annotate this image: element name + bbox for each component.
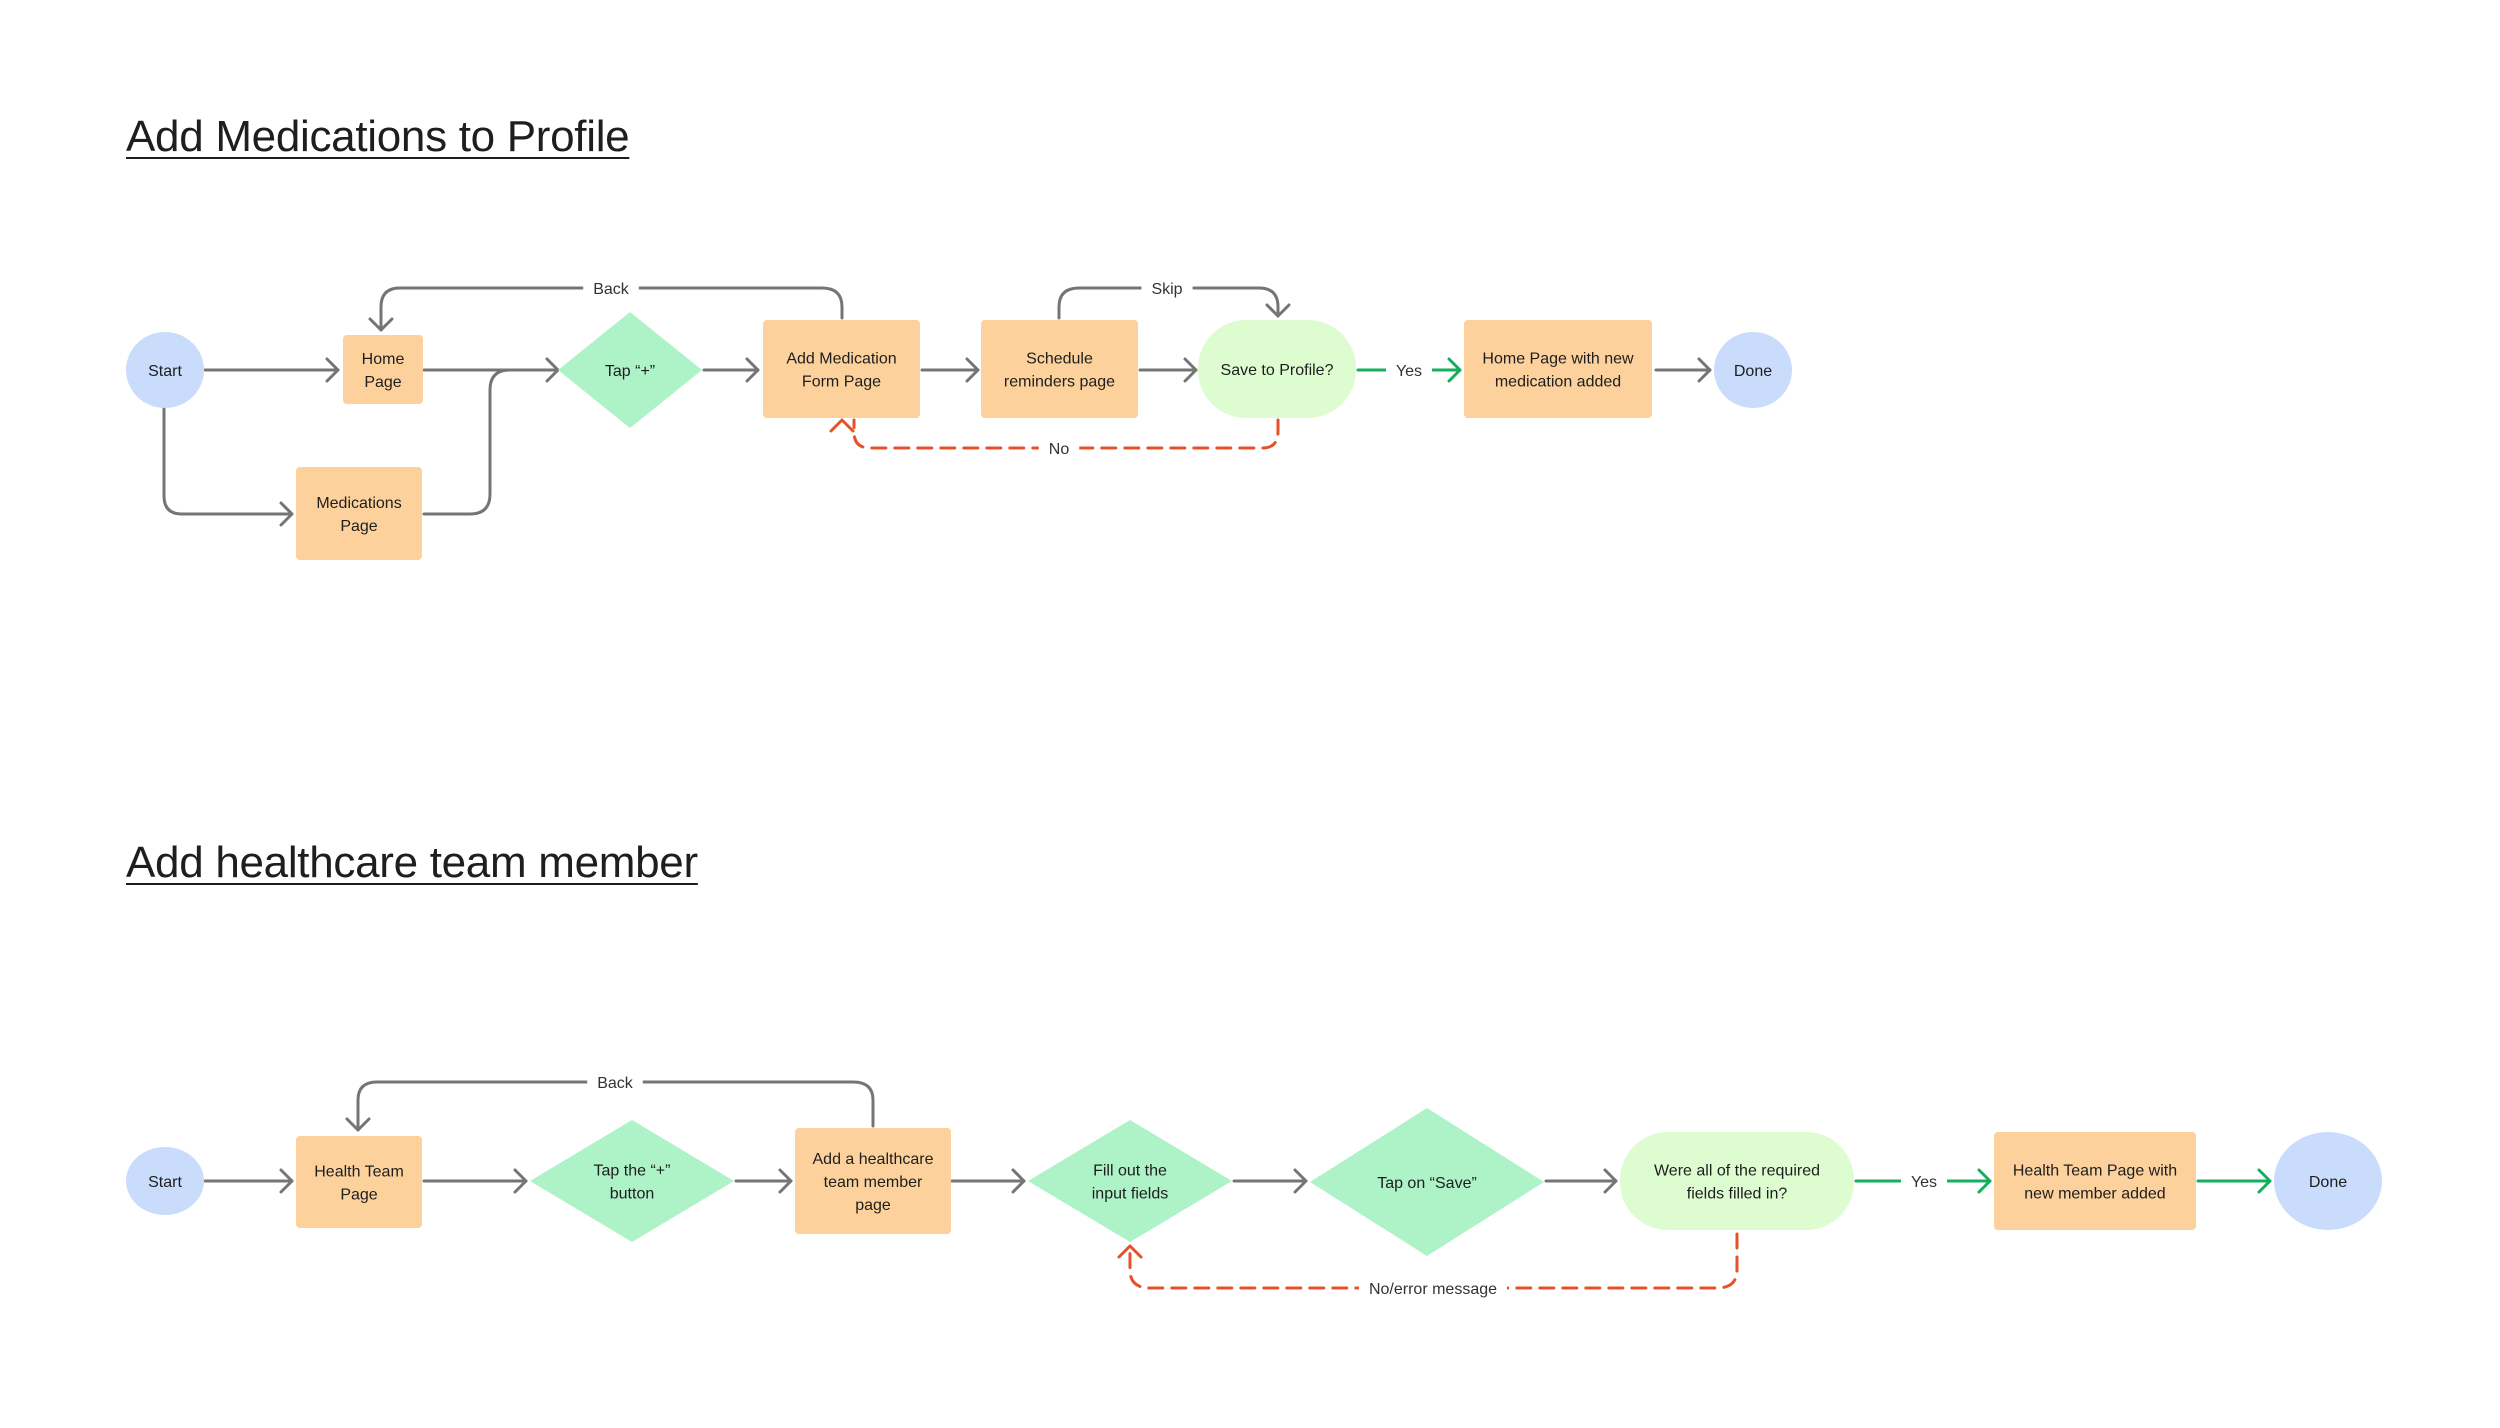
flow2-tap-save-node-label: Tap on “Save” — [1377, 1175, 1477, 1192]
edge2-team-added-to-done — [2196, 1168, 2272, 1194]
flow2-no-error-label: No/error message — [1358, 1275, 1508, 1301]
edge-home-added-to-done — [1654, 357, 1712, 383]
flow1-tap-plus-node[interactable]: Tap “+” — [558, 312, 702, 428]
svg-text:Back: Back — [593, 281, 630, 298]
svg-text:No/error message: No/error message — [1369, 1281, 1497, 1298]
flow1-done-node-label: Done — [1734, 363, 1772, 380]
flow2-tap-plus-button-node-label: Tap the “+”button — [594, 1163, 671, 1203]
edge-schedule-to-save — [1138, 357, 1198, 383]
flow1-save-to-profile-node-label: Save to Profile? — [1221, 362, 1334, 379]
flow1-back-label: Back — [583, 275, 639, 301]
flow1-no-label: No — [1038, 435, 1080, 461]
flow1-start-node[interactable]: Start — [126, 332, 204, 408]
flow2-back-label: Back — [587, 1069, 643, 1095]
svg-text:No: No — [1049, 441, 1070, 458]
edge2-add-to-fill — [950, 1168, 1026, 1194]
flow1-start-node-label: Start — [148, 363, 182, 380]
edge-medications-to-tap — [422, 368, 512, 516]
flow-title-healthcare: Add healthcare team member — [126, 838, 698, 887]
flow1-save-to-profile-node[interactable]: Save to Profile? — [1198, 320, 1356, 418]
edge-form-to-schedule — [920, 357, 980, 383]
edge-start-to-medications — [162, 407, 294, 527]
flow2-start-node[interactable]: Start — [126, 1147, 204, 1215]
svg-text:Back: Back — [597, 1075, 634, 1092]
flow2-done-node-label: Done — [2309, 1174, 2347, 1191]
edge-tap-to-form — [702, 357, 760, 383]
flow2-yes-label: Yes — [1900, 1168, 1948, 1194]
svg-text:Yes: Yes — [1396, 363, 1422, 380]
edge-start-to-home — [203, 357, 340, 383]
svg-text:Yes: Yes — [1911, 1174, 1937, 1191]
edge2-team-to-tap — [422, 1168, 528, 1194]
flow-title-medications: Add Medications to Profile — [126, 112, 630, 161]
flow1-yes-label: Yes — [1385, 357, 1433, 383]
flow2-tap-save-node[interactable]: Tap on “Save” — [1310, 1108, 1544, 1256]
flow2-tap-plus-button-node[interactable]: Tap the “+”button — [530, 1120, 734, 1242]
flow1-skip-label: Skip — [1141, 275, 1193, 301]
edge2-start-to-team — [203, 1168, 294, 1194]
edge2-tap-to-add — [734, 1168, 793, 1194]
flow1-done-node[interactable]: Done — [1714, 332, 1792, 408]
flow1-tap-plus-node-label: Tap “+” — [605, 363, 655, 380]
edge2-save-to-check — [1544, 1168, 1618, 1194]
flow2-start-node-label: Start — [148, 1174, 182, 1191]
edge2-fill-to-save — [1232, 1168, 1308, 1194]
flow2-done-node[interactable]: Done — [2274, 1132, 2382, 1230]
svg-text:Skip: Skip — [1151, 281, 1182, 298]
edge-home-to-tap — [422, 357, 560, 383]
